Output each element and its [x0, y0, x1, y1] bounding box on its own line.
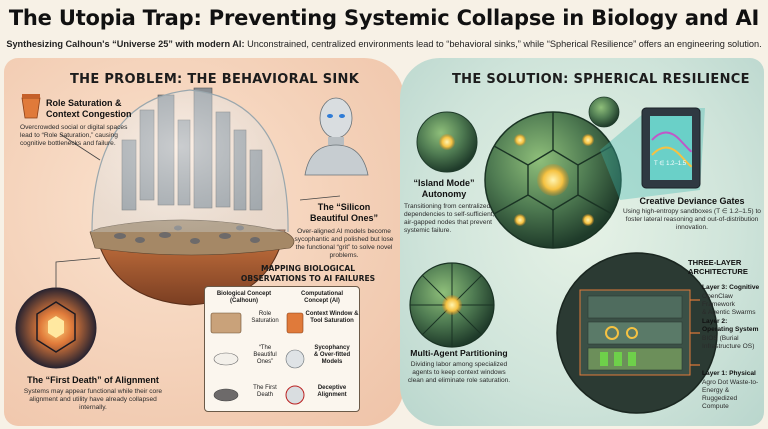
island-title-l2: Autonomy — [421, 189, 467, 199]
first-death-desc: Systems may appear functional while thei… — [23, 388, 163, 411]
table-icons — [210, 312, 305, 405]
gate-formula-label: T ∈ 1.2–1.5 — [654, 161, 687, 167]
layer-2-name-l1: Layer 2: — [702, 318, 728, 325]
architecture-title-l2: ARCHITECTURE — [688, 267, 748, 276]
table-row-3-bio: The First Death — [247, 385, 283, 399]
dome-city-illustration — [89, 87, 295, 306]
architecture-title: THREE-LAYER ARCHITECTURE — [688, 258, 764, 276]
multi-agent-desc: Dividing labor among specialized agents … — [407, 361, 511, 384]
row-1-ai-l2: Tool Saturation — [310, 318, 354, 324]
island-sphere-illustration — [416, 96, 620, 173]
page-title: The Utopia Trap: Preventing Systemic Col… — [8, 6, 760, 30]
col-bio-header-l1: Biological Concept — [216, 291, 272, 297]
row-2-bio-l2: Beautiful — [253, 352, 277, 358]
col-bio-header-l2: (Calhoun) — [230, 298, 258, 304]
subtitle-lead: Synthesizing Calhoun's “Universe 25” wit… — [6, 39, 245, 49]
row-2-ai-l2: & Over-fitted — [313, 352, 351, 358]
masked-robot-icon — [285, 385, 305, 405]
row-1-bio-l2: Saturation — [251, 318, 279, 324]
deviance-desc: Using high-entropy sandboxes (T ∈ 1.2–1.… — [623, 208, 761, 231]
mapping-title: MAPPING BIOLOGICAL OBSERVATIONS TO AI FA… — [224, 264, 392, 283]
architecture-title-l1: THREE-LAYER — [688, 258, 742, 267]
silicon-title-l2: Beautiful Ones” — [309, 213, 378, 223]
mapping-title-l2: OBSERVATIONS TO AI FAILURES — [240, 273, 376, 283]
row-2-ai-l1: Sycophancy — [314, 345, 350, 351]
multi-agent-sphere-illustration — [409, 262, 495, 348]
row-3-ai-l1: Deceptive — [317, 385, 347, 391]
row-3-bio-l2: Death — [256, 392, 273, 398]
dark-mouse-icon — [213, 388, 239, 402]
multi-agent-title: Multi-Agent Partitioning — [410, 348, 508, 358]
white-mouse-icon — [213, 352, 239, 366]
layer-1-desc-l1: Agro Dot Waste-to- — [702, 379, 759, 386]
layer-3-name: Layer 3: Cognitive — [702, 284, 760, 291]
collapsed-sphere-illustration — [15, 287, 97, 369]
tool-bucket-icon — [286, 312, 304, 334]
col-ai-header-l2: Concept (AI) — [304, 298, 340, 304]
silicon-robot-illustration — [304, 97, 369, 176]
layer-2-desc-l1: BIOS (Burial — [702, 335, 739, 342]
robot-face-icon — [285, 349, 305, 369]
role-saturation-desc: Overcrowded social or digital spaces lea… — [20, 124, 128, 147]
layer-1-desc-l3: Compute — [702, 403, 729, 410]
layer-1-desc: Agro Dot Waste-to- Energy & Ruggedized C… — [702, 379, 766, 411]
row-2-bio-l3: Ones” — [256, 359, 274, 365]
row-2-bio-l1: “The — [258, 345, 272, 351]
table-row-3-ai: Deceptive Alignment — [303, 385, 361, 399]
deviance-title: Creative Deviance Gates — [639, 196, 745, 206]
silicon-title: The “Silicon Beautiful Ones” — [292, 202, 396, 224]
island-desc: Transitioning from centralized dependenc… — [404, 203, 495, 234]
layer-2-name-l2: Operating System — [702, 326, 759, 333]
layer-3-desc-l1: OpenClaw Framework — [702, 293, 735, 308]
subtitle-rest: Unconstrained, centralized environments … — [244, 39, 762, 49]
row-2-ai-l3: Models — [321, 359, 343, 365]
layer-1-desc-l2: Energy & Ruggedized — [702, 387, 738, 402]
row-3-bio-l1: The First — [253, 385, 277, 391]
layer-3-desc-l2: & Agentic Swarms — [702, 309, 756, 316]
table-row-2-ai: Sycophancy & Over-fitted Models — [303, 345, 361, 366]
silicon-desc: Over-aligned AI models become sycophanti… — [294, 228, 394, 259]
bucket-icon — [21, 94, 41, 119]
layer-connectors — [690, 299, 700, 366]
row-1-bio-l1: Role — [258, 311, 272, 317]
table-row-2-bio: “The Beautiful Ones” — [247, 345, 283, 366]
layer-1-name: Layer 1: Physical — [702, 370, 756, 377]
col-ai-header-l1: Computational — [301, 291, 343, 297]
layer-2-desc-l2: Infrastructure OS) — [702, 343, 755, 350]
solution-heading: THE SOLUTION: SPHERICAL RESILIENCE — [452, 72, 750, 87]
island-title-l1: “Island Mode” — [413, 178, 475, 188]
role-saturation-title: Role Saturation & Context Congestion — [46, 98, 132, 120]
table-row-1-bio: Role Saturation — [247, 311, 283, 325]
row-1-ai-l1: Context Window & — [305, 311, 359, 317]
three-layer-sphere-illustration — [556, 252, 718, 414]
layer-2-desc: BIOS (Burial Infrastructure OS) — [702, 335, 766, 351]
col-ai-header: Computational Concept (AI) — [285, 291, 359, 305]
cage-icon — [210, 312, 242, 334]
mapping-table: Biological Concept (Calhoun) Computation… — [204, 286, 360, 412]
role-saturation-title-l2: Context Congestion — [46, 109, 132, 119]
island-title: “Island Mode” Autonomy — [404, 178, 484, 200]
layer-3-desc: OpenClaw Framework & Agentic Swarms — [702, 293, 766, 317]
row-3-ai-l2: Alignment — [317, 392, 347, 398]
layer-2-name: Layer 2: Operating System — [702, 318, 758, 334]
page-subtitle: Synthesizing Calhoun's “Universe 25” wit… — [0, 39, 768, 49]
table-row-1-ai: Context Window & Tool Saturation — [303, 311, 361, 325]
problem-heading: THE PROBLEM: THE BEHAVIORAL SINK — [70, 72, 360, 87]
col-bio-header: Biological Concept (Calhoun) — [207, 291, 281, 305]
main-sphere-illustration — [484, 111, 622, 249]
deviance-gate-illustration — [641, 107, 701, 189]
silicon-title-l1: The “Silicon — [317, 202, 371, 212]
role-saturation-title-l1: Role Saturation & — [46, 98, 122, 108]
mapping-title-l1: MAPPING BIOLOGICAL — [260, 264, 356, 273]
first-death-title: The “First Death” of Alignment — [27, 375, 159, 385]
